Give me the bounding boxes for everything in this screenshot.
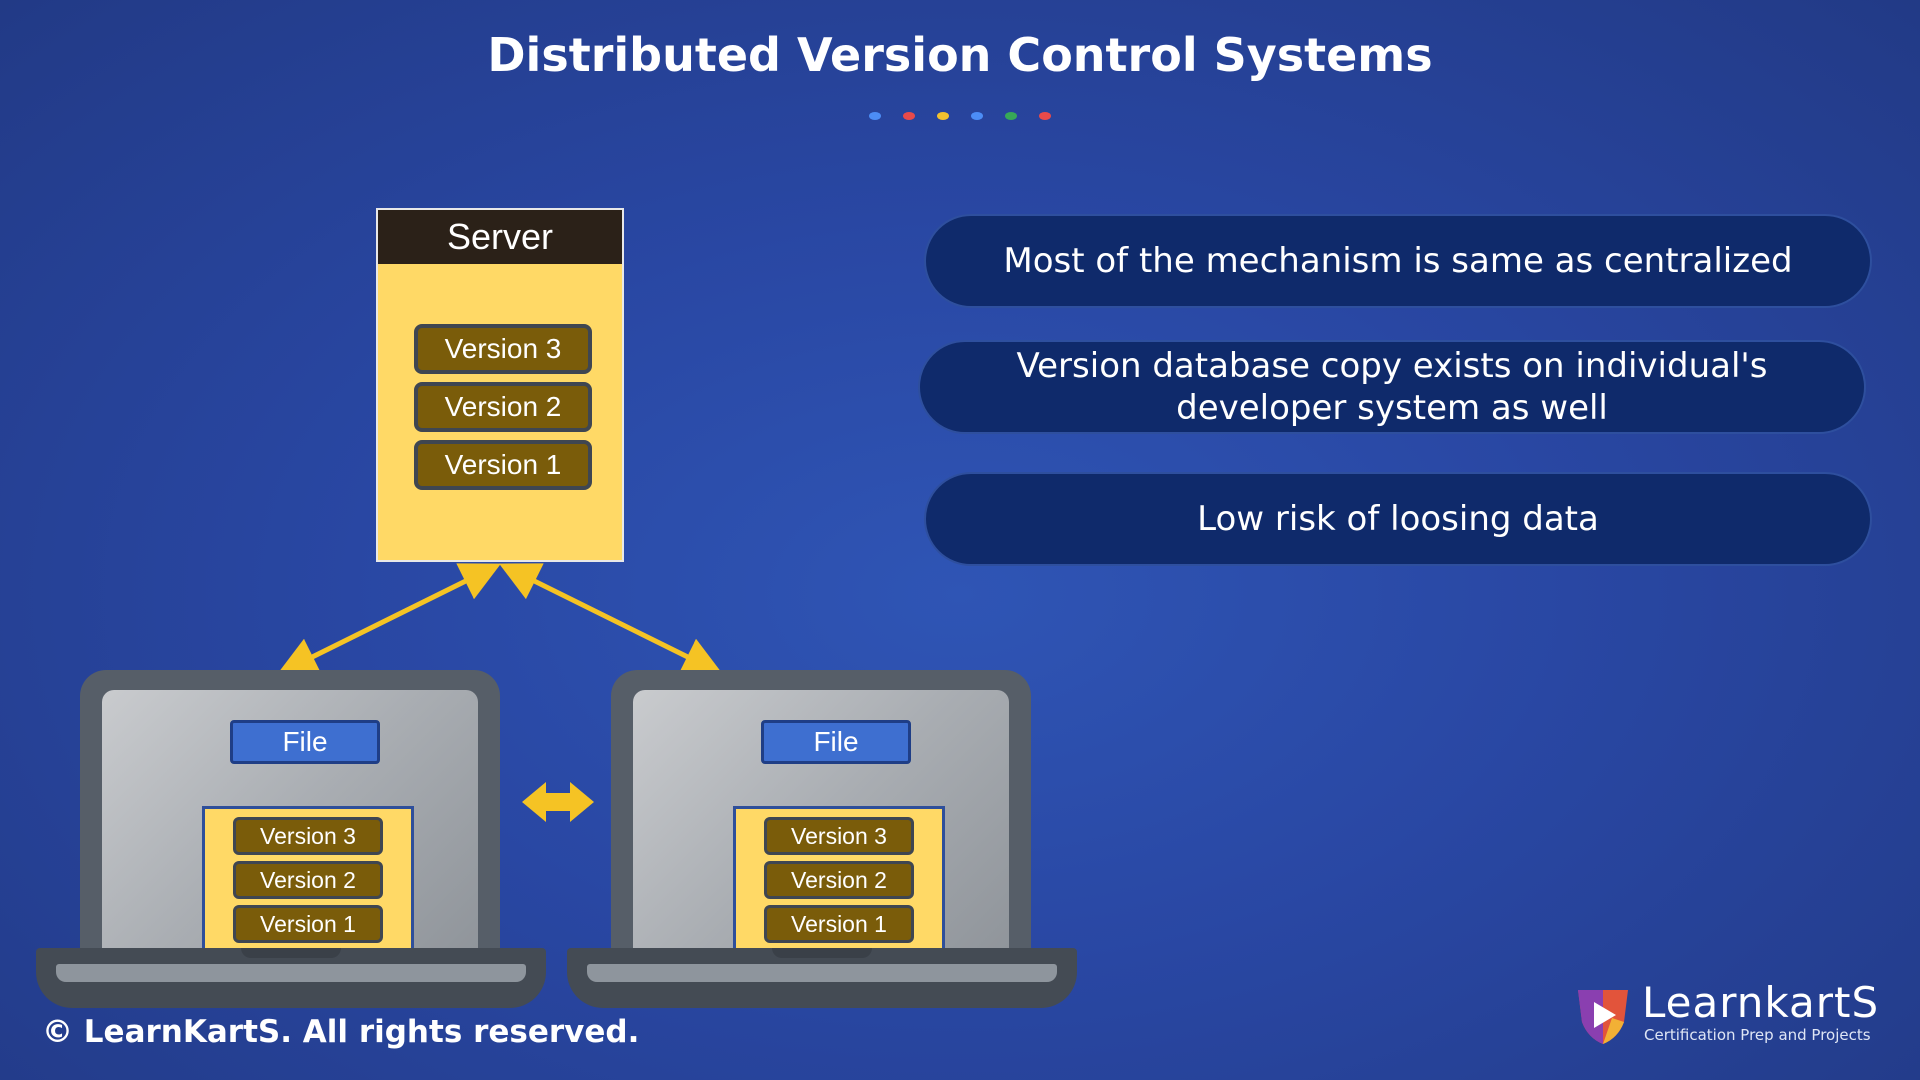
copyright-text: © LearnKartS. All rights reserved. — [42, 1014, 640, 1050]
laptop-notch — [772, 948, 872, 958]
learnkarts-logo: LearnkartS Certification Prep and Projec… — [1572, 978, 1878, 1052]
server-box: Server Version 3 Version 2 Version 1 — [376, 208, 624, 562]
laptop-1: File Version 3 Version 2 Version 1 — [36, 670, 546, 1010]
laptop-notch — [241, 948, 341, 958]
logo-tagline: Certification Prep and Projects — [1644, 1026, 1871, 1044]
dot — [1005, 112, 1017, 120]
local-version-3: Version 3 — [764, 817, 914, 855]
server-version-3: Version 3 — [414, 324, 592, 374]
point-pill-3: Low risk of loosing data — [924, 472, 1872, 566]
laptop-2: File Version 3 Version 2 Version 1 — [567, 670, 1077, 1010]
slide-title: Distributed Version Control Systems — [487, 28, 1433, 82]
file-box: File — [230, 720, 380, 764]
dot — [971, 112, 983, 120]
laptop-lid: File Version 3 Version 2 Version 1 — [80, 670, 500, 960]
dot — [869, 112, 881, 120]
laptop-base — [36, 948, 546, 1008]
play-shield-icon — [1578, 990, 1628, 1044]
point-pill-1: Most of the mechanism is same as central… — [924, 214, 1872, 308]
local-repo: Version 3 Version 2 Version 1 — [202, 806, 414, 956]
dot — [937, 112, 949, 120]
server-to-laptop1-arrow — [277, 563, 501, 675]
local-version-2: Version 2 — [764, 861, 914, 899]
decorative-dots — [0, 112, 1920, 120]
local-repo: Version 3 Version 2 Version 1 — [733, 806, 945, 956]
dot — [1039, 112, 1051, 120]
laptop-lid: File Version 3 Version 2 Version 1 — [611, 670, 1031, 960]
logo-name: LearnkartS — [1642, 978, 1880, 1027]
laptop-base — [567, 948, 1077, 1008]
point-pill-2: Version database copy exists on individu… — [918, 340, 1866, 434]
laptop-keyboard — [56, 964, 526, 982]
local-version-1: Version 1 — [233, 905, 383, 943]
server-to-laptop2-arrow — [499, 563, 723, 675]
local-version-1: Version 1 — [764, 905, 914, 943]
laptop-screen: File Version 3 Version 2 Version 1 — [102, 690, 478, 960]
server-label: Server — [378, 210, 622, 264]
server-version-1: Version 1 — [414, 440, 592, 490]
server-version-2: Version 2 — [414, 382, 592, 432]
local-version-3: Version 3 — [233, 817, 383, 855]
local-version-2: Version 2 — [233, 861, 383, 899]
laptop-screen: File Version 3 Version 2 Version 1 — [633, 690, 1009, 960]
file-box: File — [761, 720, 911, 764]
dot — [903, 112, 915, 120]
laptop-keyboard — [587, 964, 1057, 982]
